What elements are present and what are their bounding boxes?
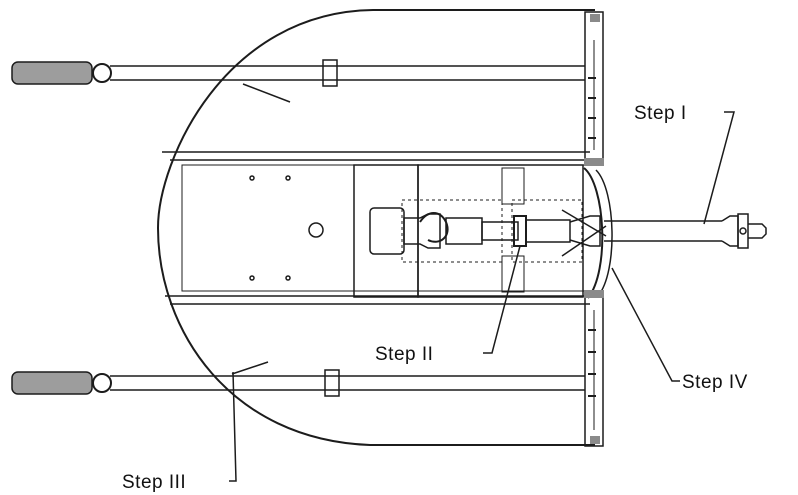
label-step-2: Step II (375, 344, 433, 365)
extension-tube (604, 213, 767, 249)
motor-housing (353, 164, 584, 298)
label-step-1: Step I (634, 103, 687, 124)
upper-handle-arm (11, 59, 585, 103)
label-step-3: Step III (122, 472, 186, 493)
drive-shaft (403, 209, 607, 257)
base-plate (156, 9, 595, 446)
lower-handle-arm (11, 361, 585, 397)
vertical-crossbar (584, 11, 604, 447)
mounting-plate (181, 164, 355, 292)
leader-lines (229, 111, 735, 482)
label-step-4: Step IV (682, 372, 748, 393)
flange-gate (583, 158, 613, 299)
